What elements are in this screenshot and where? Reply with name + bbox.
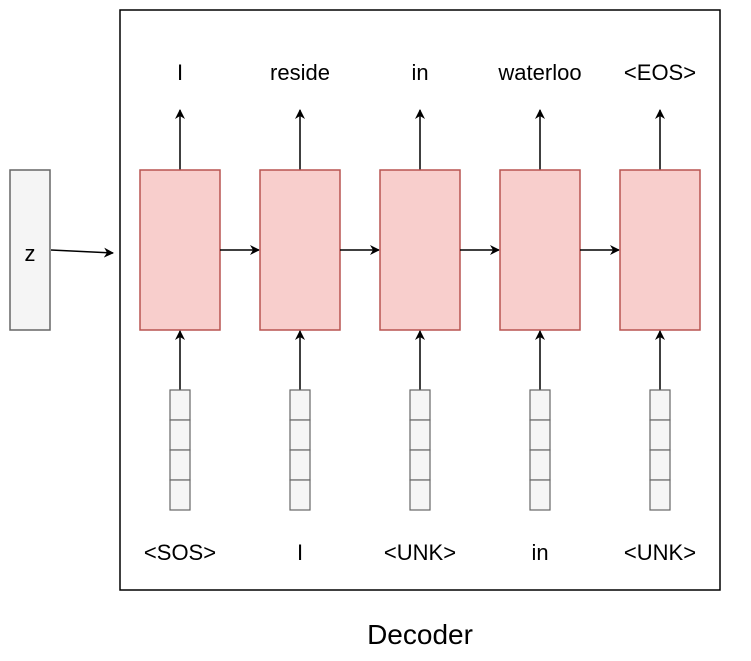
embedding-cell: [169, 419, 191, 451]
embedding-cell: [409, 479, 431, 511]
rnn-cell: [499, 169, 581, 331]
embedding-cell: [649, 389, 671, 421]
embedding-cell: [409, 419, 431, 451]
embedding-cell: [649, 479, 671, 511]
input-token: I: [297, 540, 303, 565]
rnn-cell: [379, 169, 461, 331]
rnn-cell: [139, 169, 221, 331]
input-token: <UNK>: [624, 540, 696, 565]
input-token: <SOS>: [144, 540, 216, 565]
embedding-cell: [289, 479, 311, 511]
input-token: <UNK>: [384, 540, 456, 565]
embedding-cell: [649, 419, 671, 451]
embedding-cell: [169, 389, 191, 421]
input-token: in: [531, 540, 548, 565]
embedding-cell: [169, 479, 191, 511]
embedding-cell: [409, 389, 431, 421]
embedding-cell: [169, 449, 191, 481]
embedding-cell: [529, 479, 551, 511]
decoder-frame: [119, 9, 721, 591]
embedding-cell: [529, 389, 551, 421]
embedding-cell: [289, 419, 311, 451]
embedding-cell: [289, 449, 311, 481]
embedding-cell: [529, 449, 551, 481]
embedding-cell: [529, 419, 551, 451]
embedding-cell: [649, 449, 671, 481]
output-token: in: [411, 60, 428, 85]
embedding-cell: [289, 389, 311, 421]
latent-z-label: z: [25, 241, 36, 266]
output-token: I: [177, 60, 183, 85]
latent-z-box: [9, 169, 51, 331]
rnn-cell: [619, 169, 701, 331]
embedding-cell: [409, 449, 431, 481]
output-token: waterloo: [497, 60, 581, 85]
latent-to-decoder-arrow: [50, 247, 114, 258]
rnn-cell: [259, 169, 341, 331]
decoder-caption: Decoder: [367, 619, 473, 650]
output-token: reside: [270, 60, 330, 85]
output-token: <EOS>: [624, 60, 696, 85]
